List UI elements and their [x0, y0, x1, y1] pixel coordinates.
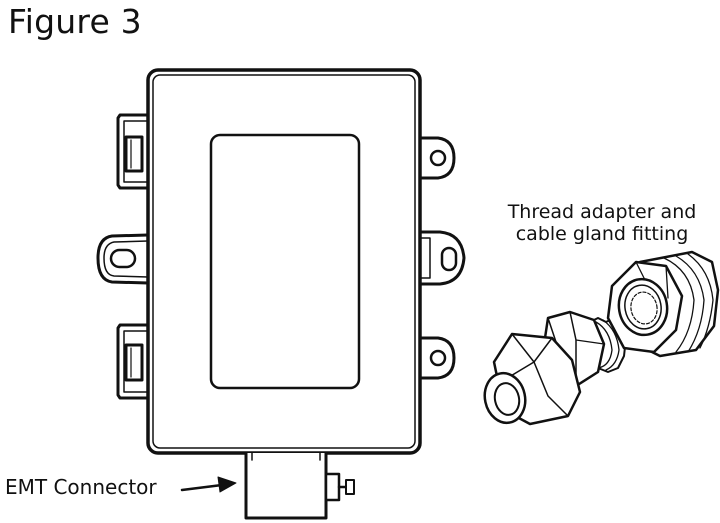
- display-window: [209, 133, 361, 390]
- thread-adapter-label-line2: cable gland fitting: [515, 223, 689, 245]
- thread-adapter-label: Thread adapter and cable gland fitting: [488, 201, 716, 245]
- left-mounting-ear: [96, 233, 150, 285]
- cable-gland-fitting: [483, 310, 627, 426]
- emt-connector-label: EMT Connector: [5, 475, 157, 499]
- upper-latch: [116, 113, 150, 190]
- thread-adapter: [606, 250, 720, 358]
- right-ear-top: [418, 136, 456, 180]
- thread-adapter-label-line1: Thread adapter and: [507, 201, 697, 223]
- enclosure-body: [146, 68, 422, 455]
- lower-latch: [116, 323, 150, 400]
- right-ear-bottom: [418, 336, 456, 380]
- figure-title: Figure 3: [8, 2, 142, 41]
- emt-arrow: [180, 476, 237, 493]
- right-ear-middle: [418, 230, 466, 286]
- emt-connector: [244, 451, 355, 520]
